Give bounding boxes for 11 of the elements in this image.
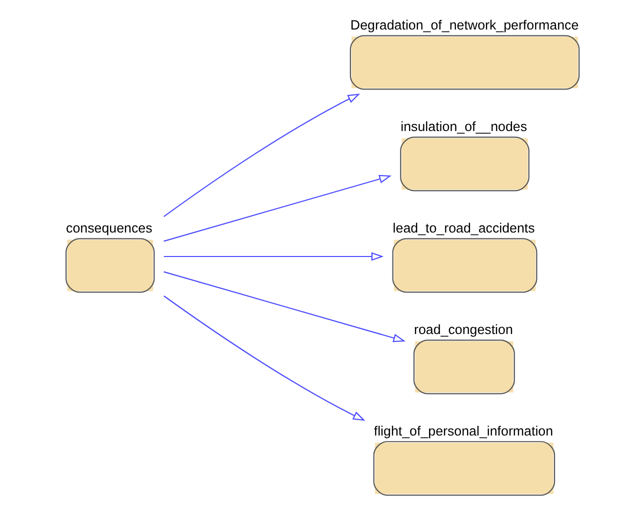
arrow [164, 252, 384, 261]
arrow [164, 94, 360, 217]
node-label: insulation_of__nodes [400, 119, 528, 134]
arrow [164, 271, 406, 342]
arrow [164, 174, 392, 242]
node-label: lead_to_road_accidents [392, 220, 535, 236]
node-label: consequences [66, 220, 152, 236]
node-label: Degradation_of_network_performance [350, 18, 579, 33]
node-label: road_congestion [414, 322, 513, 338]
arrow [164, 296, 366, 421]
node-label: flight_of_personal_information [374, 424, 554, 439]
